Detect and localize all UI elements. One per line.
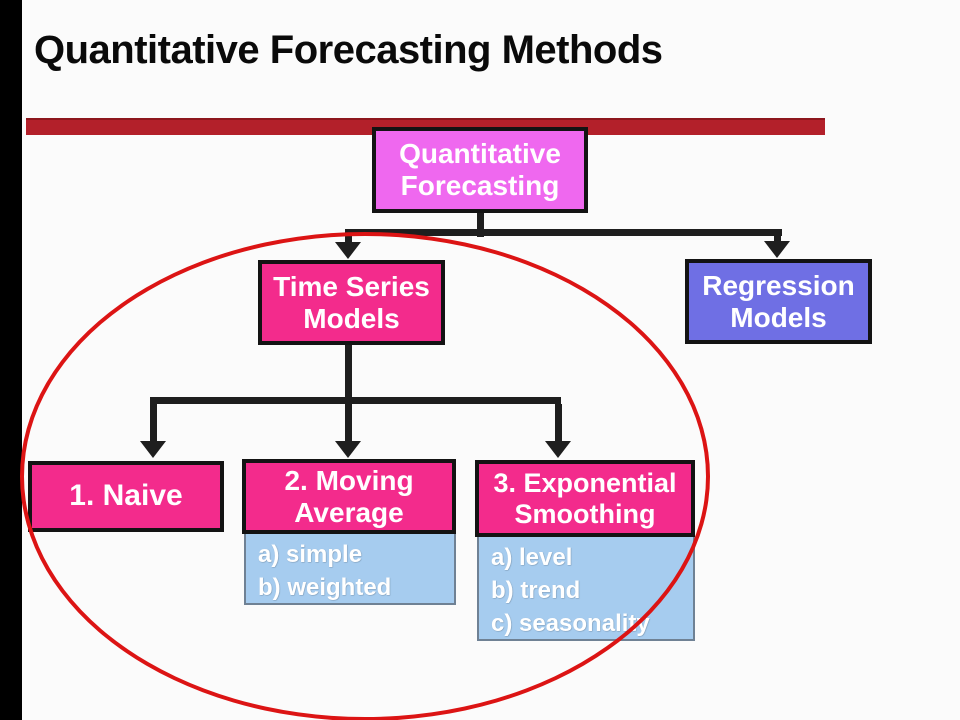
option-item: a) simple [258, 541, 363, 568]
arrow-down-icon [335, 242, 361, 259]
arrow-down-icon [335, 441, 361, 458]
connector-to-time-series [345, 229, 352, 245]
connector-to-moving-average [345, 404, 352, 443]
option-item: c) seasonality [491, 610, 650, 637]
node-quantitative-forecasting: Quantitative Forecasting [372, 127, 588, 213]
title-underline-banner [26, 118, 825, 135]
connector-to-naive [150, 397, 157, 443]
node-label-line: 3. Exponential [493, 467, 677, 498]
node-label-line: Models [303, 302, 400, 334]
subnode-exponential-smoothing-options: a) level b) trend c) seasonality [477, 537, 695, 641]
connector-to-regression [774, 229, 781, 245]
option-item: a) level [491, 544, 573, 571]
arrow-down-icon [140, 441, 166, 458]
connector-level1-horizontal [345, 229, 782, 236]
node-label-line: Forecasting [400, 170, 560, 201]
connector-root-down [477, 209, 484, 237]
node-label-line: Quantitative [399, 138, 561, 170]
node-label-line: Time Series [273, 270, 430, 302]
arrow-down-icon [545, 441, 571, 458]
node-label-line: Smoothing [514, 498, 656, 529]
connector-to-exponential [555, 404, 562, 443]
node-label-line: Average [294, 496, 404, 528]
connector-time-series-down [345, 343, 352, 404]
arrow-down-icon [764, 241, 790, 258]
node-label-line: 1. Naive [69, 479, 183, 513]
page-title: Quantitative Forecasting Methods [34, 28, 663, 72]
option-item: b) weighted [258, 574, 392, 601]
node-label-line: Models [730, 301, 827, 333]
node-moving-average: 2. Moving Average [242, 459, 456, 534]
option-item: b) trend [491, 577, 581, 604]
subnode-moving-average-options: a) simple b) weighted [244, 534, 456, 605]
connector-level2-horizontal [150, 397, 561, 404]
left-edge-bar [0, 0, 22, 720]
node-naive: 1. Naive [28, 461, 224, 532]
node-exponential-smoothing: 3. Exponential Smoothing [475, 460, 695, 537]
node-label-line: 2. Moving [284, 464, 414, 496]
node-regression-models: Regression Models [685, 259, 872, 344]
node-label-line: Regression [702, 269, 855, 301]
node-time-series-models: Time Series Models [258, 260, 445, 345]
